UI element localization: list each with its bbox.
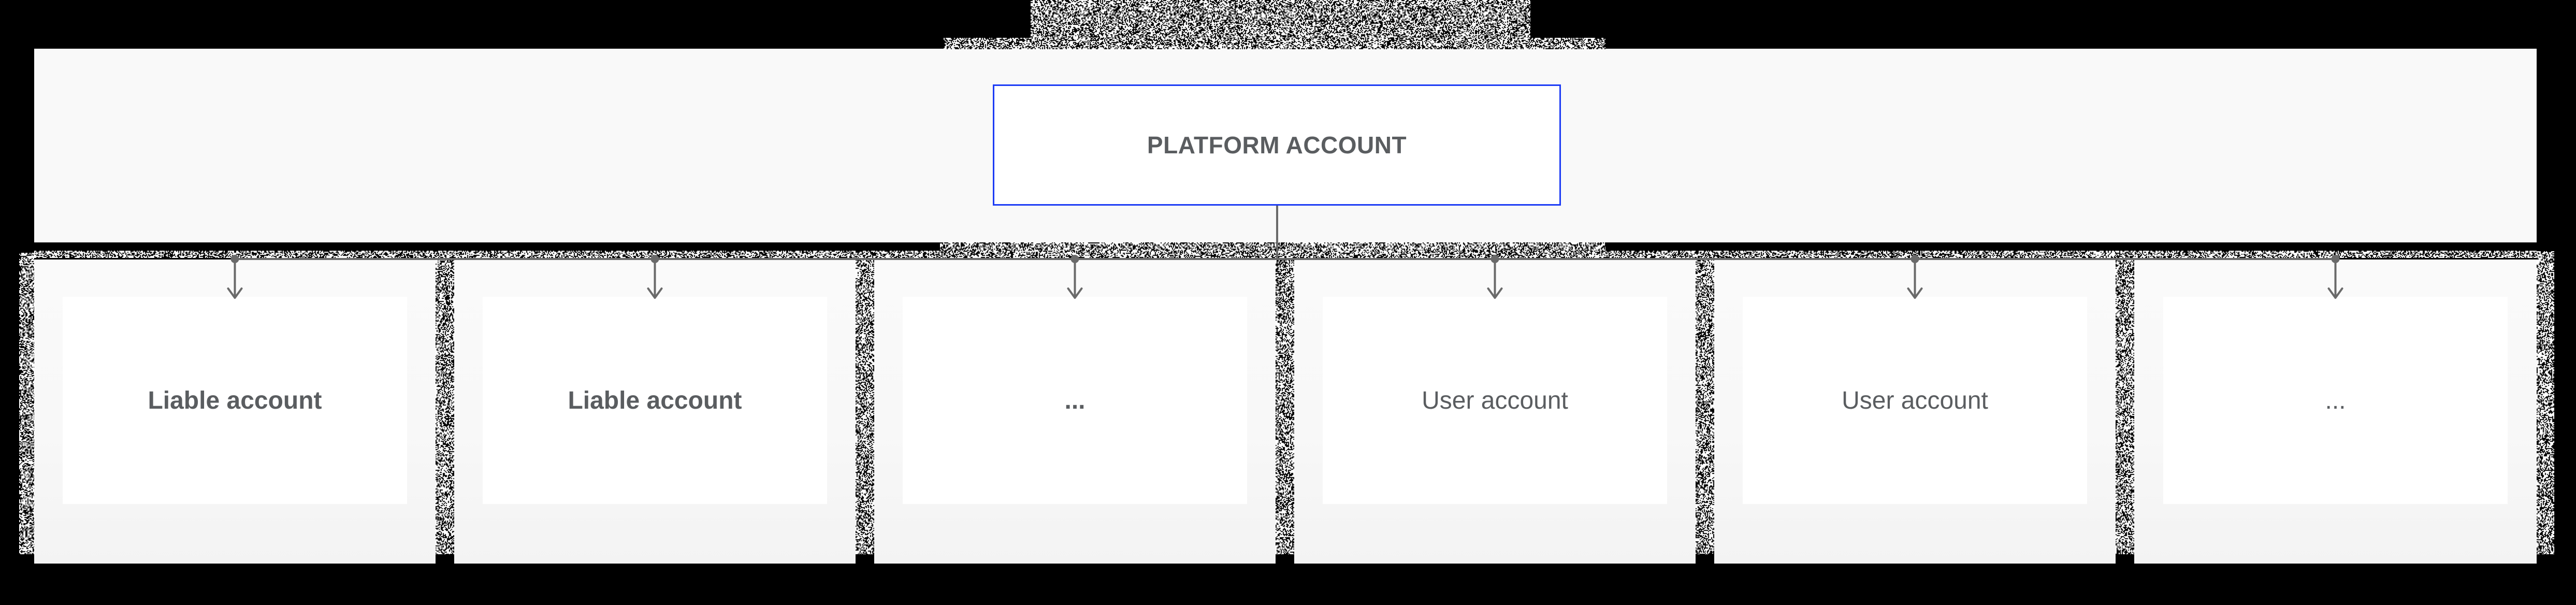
noise-strip-gap-2	[856, 260, 874, 554]
noise-strip-gap-1	[436, 260, 454, 554]
noise-band-middle	[940, 242, 1605, 251]
account-card: Liable account	[454, 260, 856, 564]
account-node: ...	[903, 297, 1247, 504]
noise-band-top-lower	[944, 38, 1605, 49]
account-card: Liable account	[34, 260, 436, 564]
platform-account-node: PLATFORM ACCOUNT	[993, 84, 1561, 206]
account-node: Liable account	[483, 297, 827, 504]
account-label: ...	[2325, 386, 2346, 415]
account-node: User account	[1743, 297, 2087, 504]
platform-account-label: PLATFORM ACCOUNT	[1147, 131, 1407, 159]
account-node: User account	[1323, 297, 1667, 504]
account-node: Liable account	[63, 297, 407, 504]
noise-strip-gap-4	[1696, 260, 1714, 554]
account-label: User account	[1842, 386, 1988, 415]
account-label: User account	[1422, 386, 1568, 415]
noise-strip-gap-3	[1276, 260, 1294, 554]
noise-band-divider	[34, 251, 2537, 258]
account-card: User account	[1294, 260, 1696, 564]
account-card: User account	[1714, 260, 2116, 564]
account-label: Liable account	[568, 386, 742, 415]
account-node: ...	[2163, 297, 2508, 504]
account-label: Liable account	[148, 386, 322, 415]
noise-strip-right-edge	[2537, 251, 2554, 554]
account-card: ...	[2134, 260, 2537, 564]
account-label: ...	[1064, 386, 1085, 415]
account-card: ...	[874, 260, 1276, 564]
noise-strip-left-edge	[19, 253, 34, 554]
noise-strip-gap-5	[2116, 260, 2134, 554]
